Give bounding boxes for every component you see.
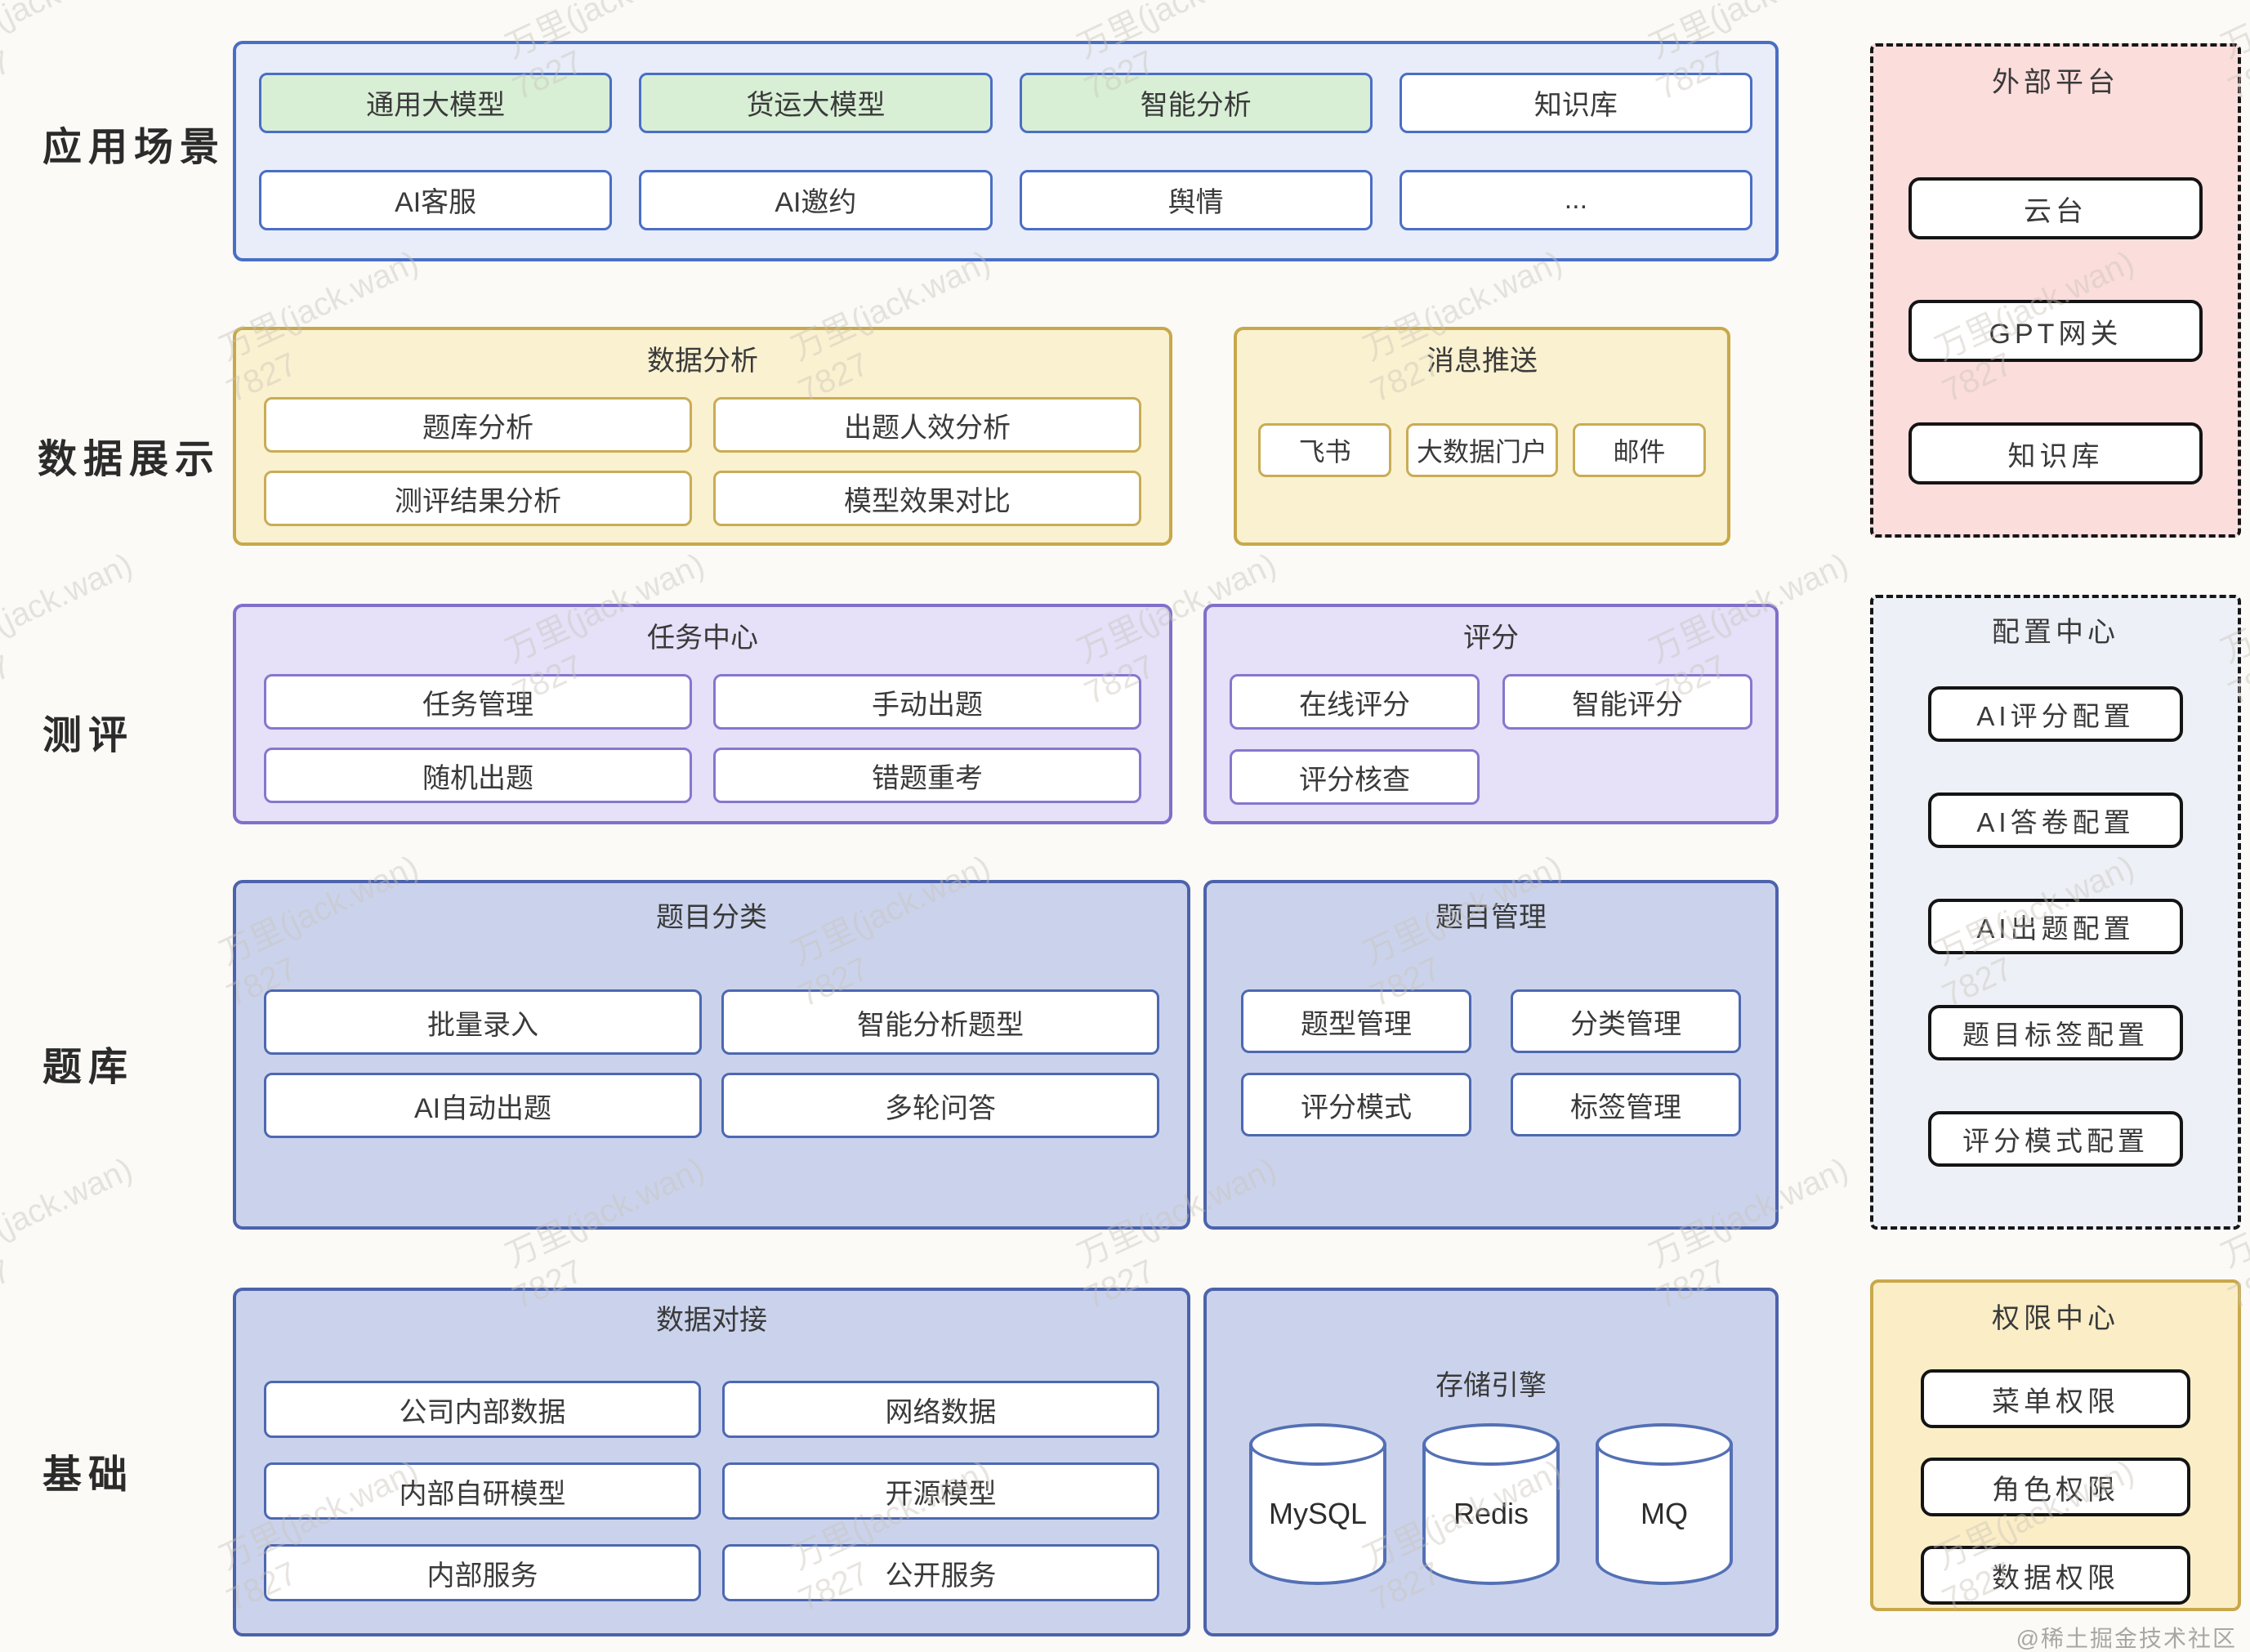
section-title: 数据分析 [647, 346, 758, 377]
box-online-scoring: 在线评分 [1230, 674, 1480, 730]
section-config-center: 配置中心 AI评分配置 AI答卷配置 AI出题配置 题目标签配置 评分模式配置 [1870, 595, 2241, 1230]
box-email: 邮件 [1572, 423, 1706, 477]
box-intelligent-analysis: 智能分析 [1019, 72, 1373, 133]
section-title: 数据对接 [656, 1305, 767, 1336]
box-eval-result-analysis: 测评结果分析 [264, 471, 692, 526]
box-batch-import: 批量录入 [264, 989, 702, 1055]
box-question-bank-analysis: 题库分析 [264, 397, 692, 453]
box-cloud-platform: 云台 [1908, 177, 2203, 239]
cylinder-label: MQ [1641, 1496, 1688, 1530]
cylinder-label: Redis [1453, 1496, 1529, 1530]
box-data-permission: 数据权限 [1921, 1546, 2190, 1605]
box-internal-service: 内部服务 [264, 1544, 701, 1601]
box-role-permission: 角色权限 [1921, 1458, 2190, 1516]
box-question-efficiency-analysis: 出题人效分析 [713, 397, 1141, 453]
row-label-base: 基础 [42, 1453, 135, 1497]
box-feishu: 飞书 [1258, 423, 1392, 477]
section-task-center: 任务中心 任务管理 手动出题 随机出题 错题重考 [233, 604, 1172, 824]
section-title: 权限中心 [1992, 1303, 2119, 1334]
box-scoring-mode: 评分模式 [1241, 1073, 1471, 1136]
box-more: ... [1399, 169, 1752, 230]
box-knowledge-base: 知识库 [1399, 72, 1752, 133]
section-title: 任务中心 [647, 623, 758, 654]
section-message-push: 消息推送 飞书 大数据门户 邮件 [1234, 327, 1730, 546]
box-ai-customer-service: AI客服 [259, 169, 613, 230]
section-title: 评分 [1463, 623, 1519, 654]
section-data-analysis: 数据分析 题库分析 出题人效分析 测评结果分析 模型效果对比 [233, 327, 1172, 546]
box-general-llm: 通用大模型 [259, 72, 613, 133]
section-title: 题目管理 [1435, 902, 1547, 933]
row-label-app-scenarios: 应用场景 [42, 126, 226, 169]
box-task-management: 任务管理 [264, 674, 692, 730]
box-bigdata-portal: 大数据门户 [1406, 423, 1558, 477]
box-gpt-gateway: GPT网关 [1908, 300, 2203, 362]
box-question-tag-config: 题目标签配置 [1928, 1005, 2183, 1060]
section-question-category: 题目分类 批量录入 智能分析题型 AI自动出题 多轮问答 [233, 880, 1190, 1230]
box-scoring-mode-config: 评分模式配置 [1928, 1111, 2183, 1167]
box-ai-question-config: AI出题配置 [1928, 899, 2183, 954]
box-smart-question-type-analysis: 智能分析题型 [721, 989, 1159, 1055]
box-model-comparison: 模型效果对比 [713, 471, 1141, 526]
section-title: 外部平台 [1992, 67, 2119, 98]
section-app-scenarios: 通用大模型 货运大模型 智能分析 知识库 AI客服 AI邀约 舆情 ... [233, 41, 1779, 261]
box-tag-mgmt: 标签管理 [1511, 1073, 1741, 1136]
row-label-data-display: 数据展示 [38, 438, 221, 481]
section-title: 存储引擎 [1435, 1370, 1547, 1401]
box-scoring-review: 评分核查 [1230, 749, 1480, 805]
section-title: 配置中心 [1992, 617, 2119, 648]
box-multi-turn-qa: 多轮问答 [721, 1073, 1159, 1138]
box-public-opinion: 舆情 [1019, 169, 1373, 230]
box-internal-data: 公司内部数据 [264, 1381, 701, 1438]
watermark: 万里(jack.wan)7827 [0, 1150, 138, 1316]
community-credit: @稀土掘金技术社区 [2016, 1626, 2237, 1651]
box-question-type-mgmt: 题型管理 [1241, 989, 1471, 1053]
cylinder-mysql: MySQL [1249, 1423, 1386, 1585]
box-opensource-model: 开源模型 [722, 1462, 1159, 1520]
section-storage-engine: 存储引擎 MySQL Redis MQ [1203, 1288, 1779, 1636]
row-label-evaluation: 测评 [42, 714, 135, 757]
cylinder-mq: MQ [1596, 1423, 1733, 1585]
section-title: 消息推送 [1426, 346, 1538, 377]
section-title: 题目分类 [656, 902, 767, 933]
row-label-question-bank: 题库 [42, 1046, 135, 1089]
box-knowledge-base-ext: 知识库 [1908, 422, 2203, 484]
box-manual-question: 手动出题 [713, 674, 1141, 730]
section-scoring: 评分 在线评分 智能评分 评分核查 [1203, 604, 1779, 824]
box-inhouse-model: 内部自研模型 [264, 1462, 701, 1520]
cylinder-redis: Redis [1422, 1423, 1560, 1585]
box-public-service: 公开服务 [722, 1544, 1159, 1601]
box-ai-scoring-config: AI评分配置 [1928, 686, 2183, 742]
box-ai-scoring: 智能评分 [1502, 674, 1752, 730]
section-data-integration: 数据对接 公司内部数据 网络数据 内部自研模型 开源模型 内部服务 公开服务 [233, 1288, 1190, 1636]
watermark: 万里(jack.wan)7827 [0, 546, 138, 712]
watermark: 万里(jack.wan)7827 [0, 0, 138, 107]
section-permission-center: 权限中心 菜单权限 角色权限 数据权限 [1870, 1279, 2241, 1611]
box-ai-answer-config: AI答卷配置 [1928, 793, 2183, 848]
box-menu-permission: 菜单权限 [1921, 1369, 2190, 1428]
box-freight-llm: 货运大模型 [639, 72, 993, 133]
box-category-mgmt: 分类管理 [1511, 989, 1741, 1053]
box-random-question: 随机出题 [264, 748, 692, 803]
box-network-data: 网络数据 [722, 1381, 1159, 1438]
box-wrong-question-retest: 错题重考 [713, 748, 1141, 803]
box-ai-auto-question: AI自动出题 [264, 1073, 702, 1138]
section-external-platform: 外部平台 云台 GPT网关 知识库 [1870, 43, 2241, 538]
box-ai-invitation: AI邀约 [639, 169, 993, 230]
cylinder-label: MySQL [1268, 1496, 1368, 1530]
section-question-management: 题目管理 题型管理 分类管理 评分模式 标签管理 [1203, 880, 1779, 1230]
